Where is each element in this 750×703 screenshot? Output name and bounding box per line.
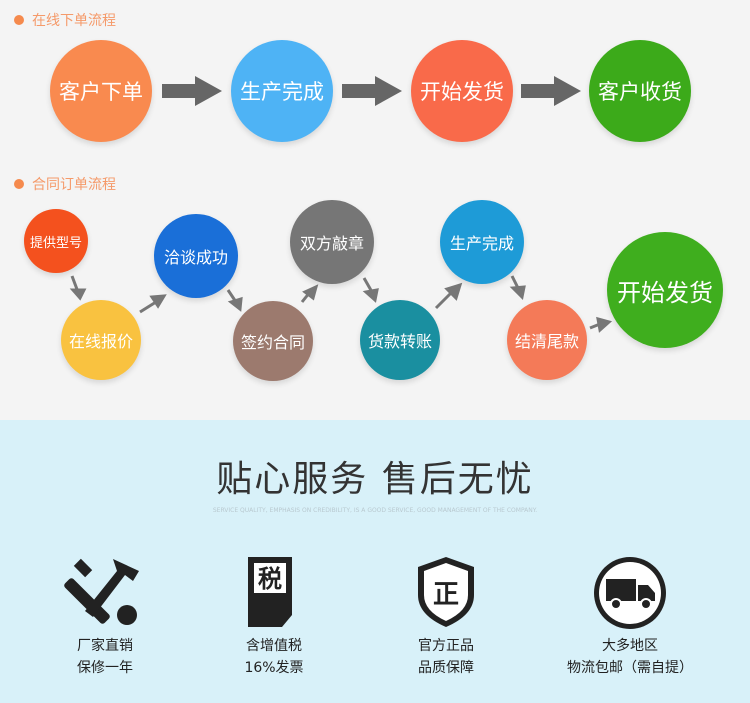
step-negotiation-success: 洽谈成功 [154, 214, 238, 298]
step-online-quote: 在线报价 [61, 300, 141, 380]
step-start-shipping: 开始发货 [607, 232, 723, 348]
service-line2: 保修一年 [77, 660, 133, 676]
truck-icon [594, 557, 666, 629]
step-production-done: 生产完成 [440, 200, 524, 284]
step-customer-receive: 客户收货 [589, 40, 691, 142]
flow-arrows [69, 76, 613, 333]
service-line1: 厂家直销 [77, 638, 133, 654]
service-line1: 大多地区 [602, 638, 658, 654]
service-item-invoice: 税 含增值税 16%发票 [214, 555, 334, 679]
step-provide-model: 提供型号 [24, 209, 88, 273]
tools-icon [64, 558, 139, 625]
shield-icon: 正 [418, 557, 474, 627]
step-production-done: 生产完成 [231, 40, 333, 142]
service-line1: 官方正品 [418, 638, 474, 654]
online-flow-heading: 在线下单流程 [14, 10, 116, 30]
bullet-icon [14, 15, 24, 25]
step-sign-contract: 签约合同 [233, 301, 313, 381]
service-line2: 品质保障 [418, 660, 474, 676]
service-subtitle: SERVICE QUALITY, EMPHASIS ON CREDIBILITY… [212, 507, 538, 514]
service-title: 贴心服务 售后无忧 [216, 459, 534, 500]
step-payment-transfer: 货款转账 [360, 300, 440, 380]
step-both-stamp: 双方敲章 [290, 200, 374, 284]
service-item-shipping: 大多地区 物流包邮（需自提） [560, 555, 700, 679]
service-item-genuine: 正 官方正品 品质保障 [386, 555, 506, 679]
service-line2: 物流包邮（需自提） [567, 660, 693, 676]
service-item-factory: 厂家直销 保修一年 [45, 555, 165, 679]
contract-flow-heading: 合同订单流程 [14, 174, 116, 194]
step-start-shipping: 开始发货 [411, 40, 513, 142]
arrow-icon [342, 76, 402, 106]
tax-invoice-icon: 税 [248, 557, 292, 627]
svg-text:税: 税 [258, 565, 282, 593]
arrow-icon [162, 76, 222, 106]
bullet-icon [14, 179, 24, 189]
svg-text:正: 正 [433, 580, 459, 610]
heading-text: 合同订单流程 [32, 177, 116, 193]
arrow-icon [521, 76, 581, 106]
service-line1: 含增值税 [246, 638, 302, 654]
step-settle-balance: 结清尾款 [507, 300, 587, 380]
service-line2: 16%发票 [244, 660, 304, 676]
step-customer-order: 客户下单 [50, 40, 152, 142]
heading-text: 在线下单流程 [32, 13, 116, 29]
